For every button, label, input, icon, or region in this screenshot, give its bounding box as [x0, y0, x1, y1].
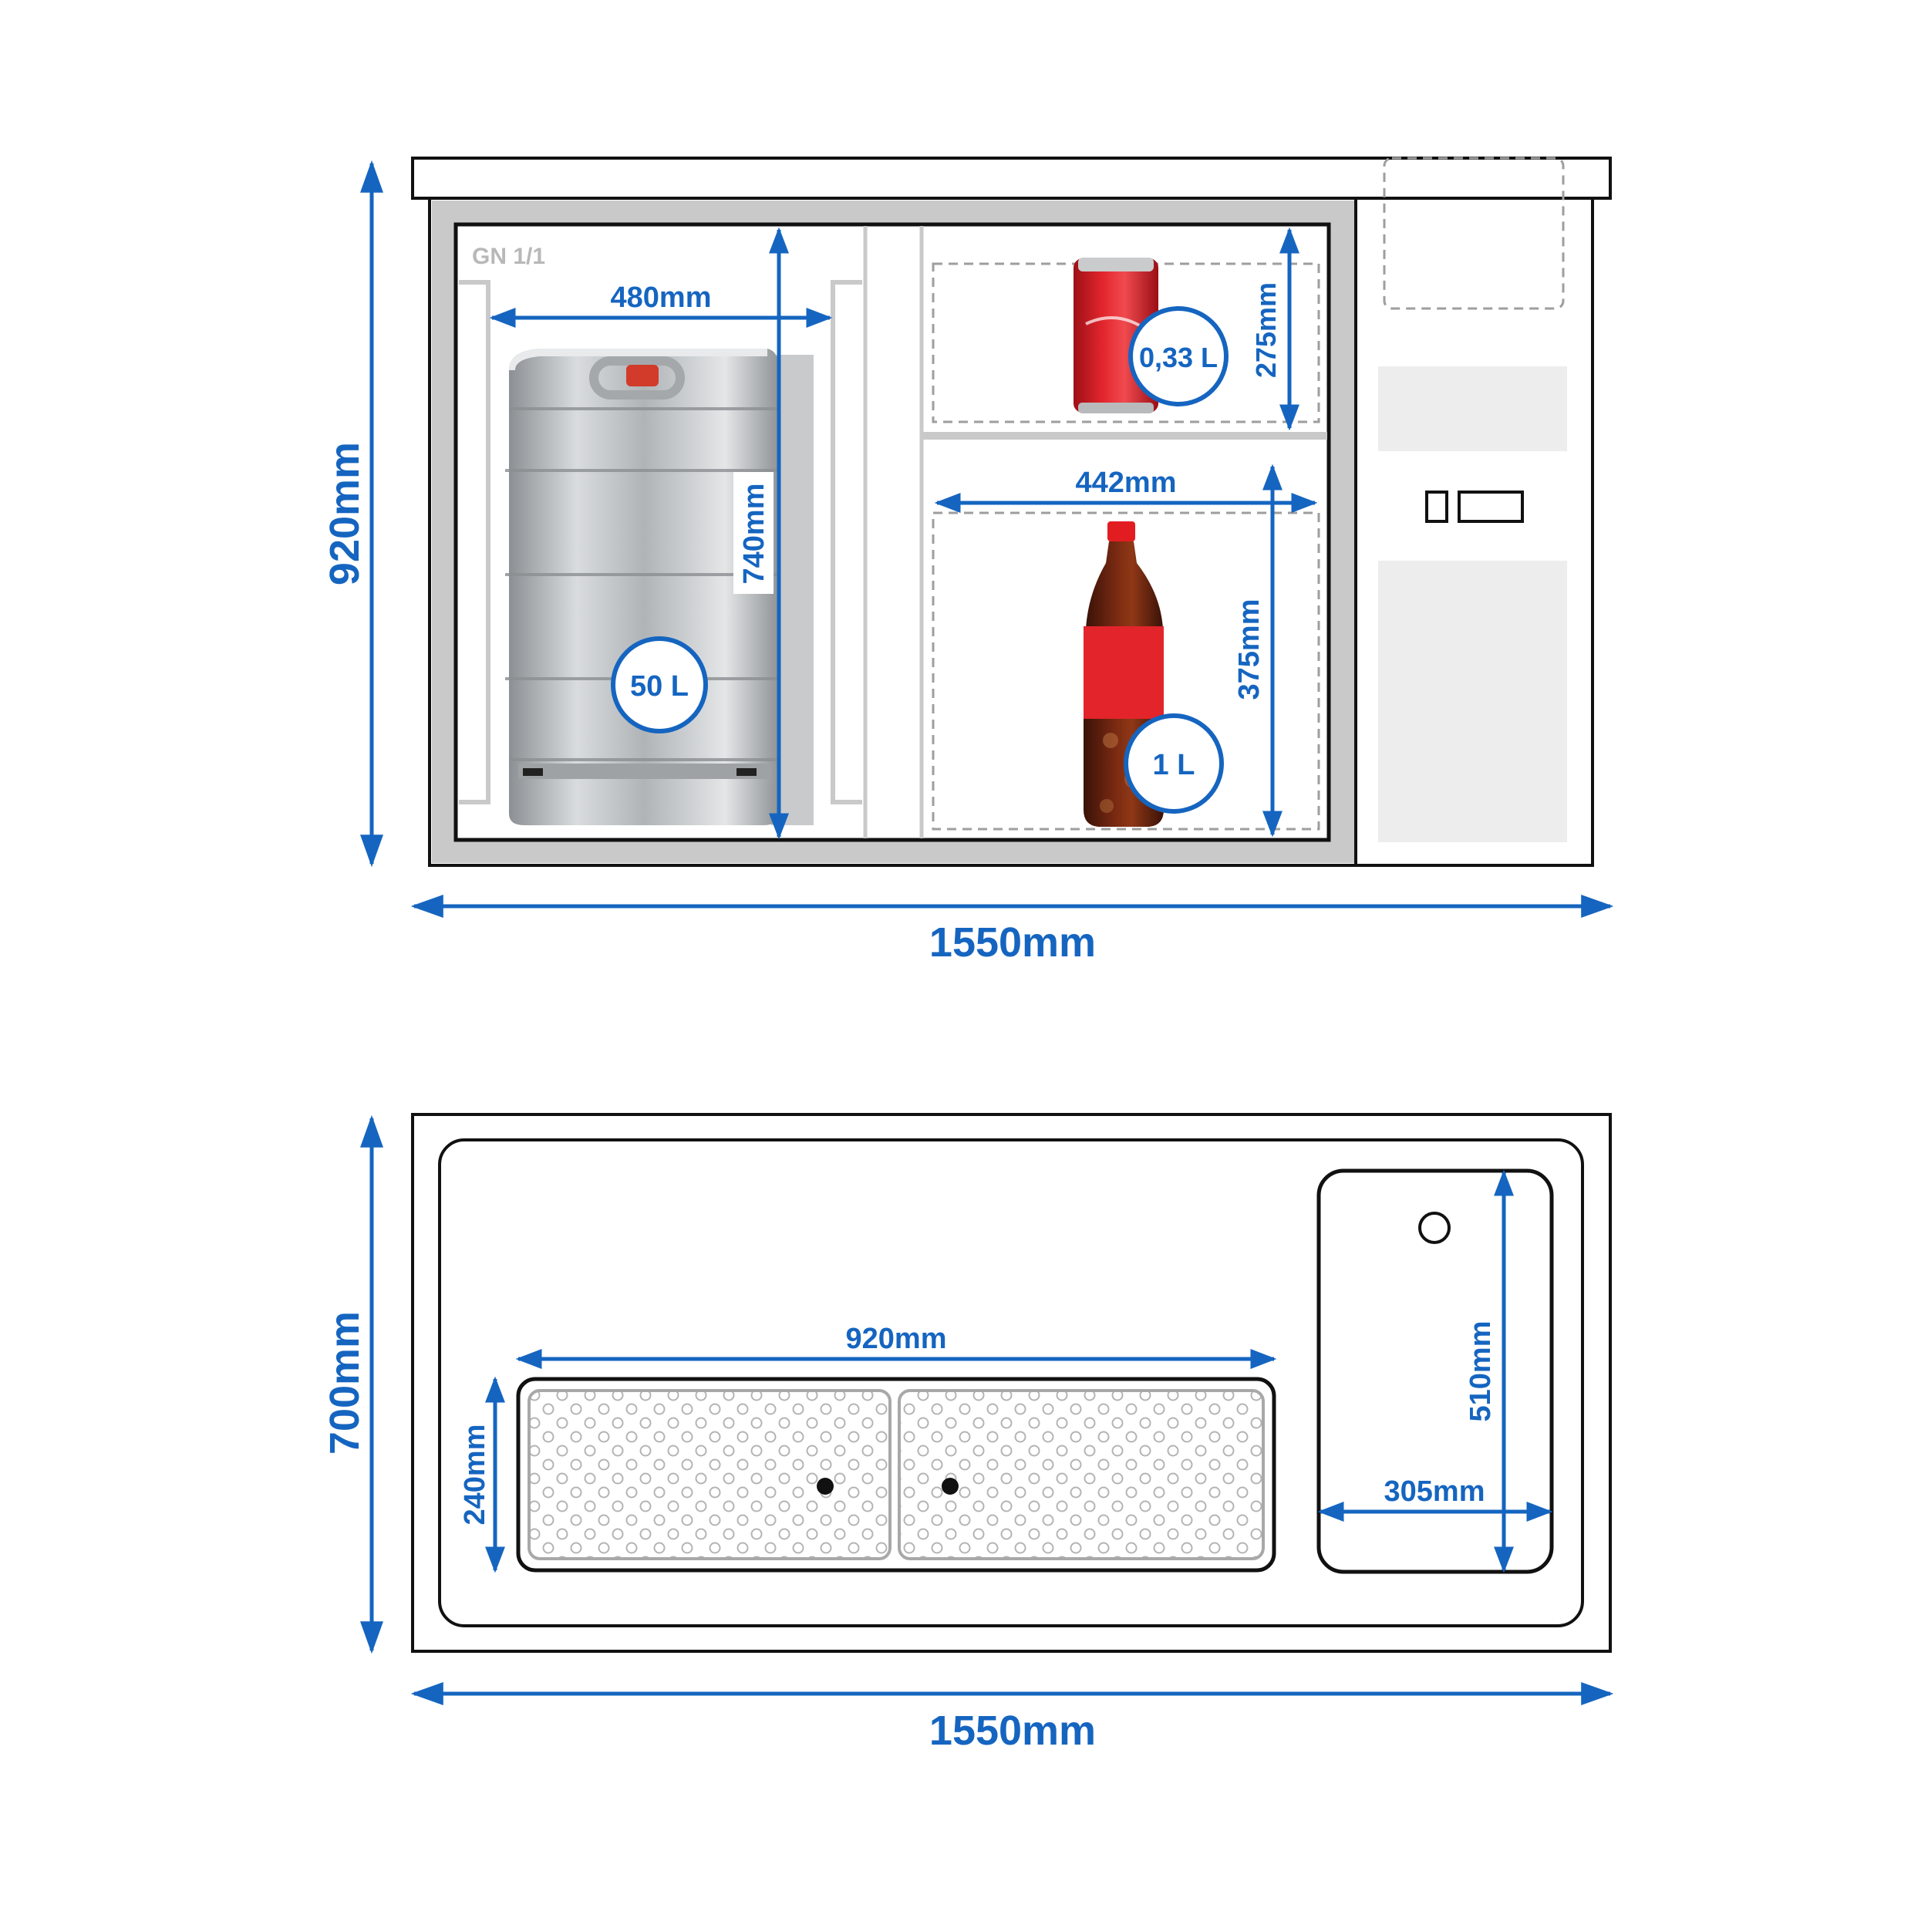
front-width-label: 1550mm	[929, 919, 1096, 966]
drip-tray-grid-left	[528, 1389, 892, 1560]
keg-volume-label: 50 L	[630, 670, 689, 703]
front-view: GN 1/1	[322, 157, 1614, 966]
drawer-dashed	[1383, 157, 1565, 310]
gn-label: GN 1/1	[472, 244, 545, 269]
keg-width-label: 480mm	[611, 282, 712, 314]
bottle-volume-badge	[1124, 713, 1224, 814]
sink-drain	[1418, 1212, 1451, 1244]
bottle-width-label: 442mm	[1076, 467, 1177, 499]
sink-width-label: 305mm	[1384, 1475, 1485, 1508]
can-volume-label: 0,33 L	[1139, 342, 1218, 373]
drain-hole-right	[942, 1478, 959, 1495]
power-switch	[1425, 491, 1448, 523]
drip-tray	[516, 1377, 1276, 1573]
drain-hole-left	[817, 1478, 834, 1495]
drip-tray-grid-right	[898, 1389, 1265, 1560]
can-volume-badge	[1128, 306, 1229, 406]
keg-volume-badge	[611, 636, 708, 733]
top-view: 700mm 1550mm 920mm 240mm 510mm 305mm	[322, 1113, 1614, 1754]
top-width-label: 1550mm	[929, 1708, 1096, 1754]
guide-rail-right	[831, 280, 862, 804]
top-height-label: 700mm	[322, 1311, 368, 1455]
control-panel-lower	[1378, 561, 1567, 842]
keg-height-label: 740mm	[738, 484, 770, 585]
guide-rail-left	[459, 280, 490, 804]
drip-tray-depth-label: 240mm	[459, 1425, 491, 1526]
counter-top	[411, 157, 1612, 200]
front-height-label: 920mm	[322, 442, 368, 585]
temperature-display	[1458, 491, 1524, 523]
sink-depth-label: 510mm	[1465, 1321, 1497, 1422]
cola-bottle	[1084, 521, 1164, 827]
keg-dimension-label-bg	[733, 472, 774, 594]
bottle-shelf-dashed	[932, 511, 1320, 831]
control-panel-upper	[1378, 366, 1567, 451]
can-height-label: 275mm	[1250, 282, 1282, 378]
bottle-height-label: 375mm	[1233, 599, 1266, 700]
bottle-volume-label: 1 L	[1153, 749, 1195, 781]
sink-basin	[1316, 1168, 1554, 1574]
drip-tray-width-label: 920mm	[846, 1323, 947, 1355]
